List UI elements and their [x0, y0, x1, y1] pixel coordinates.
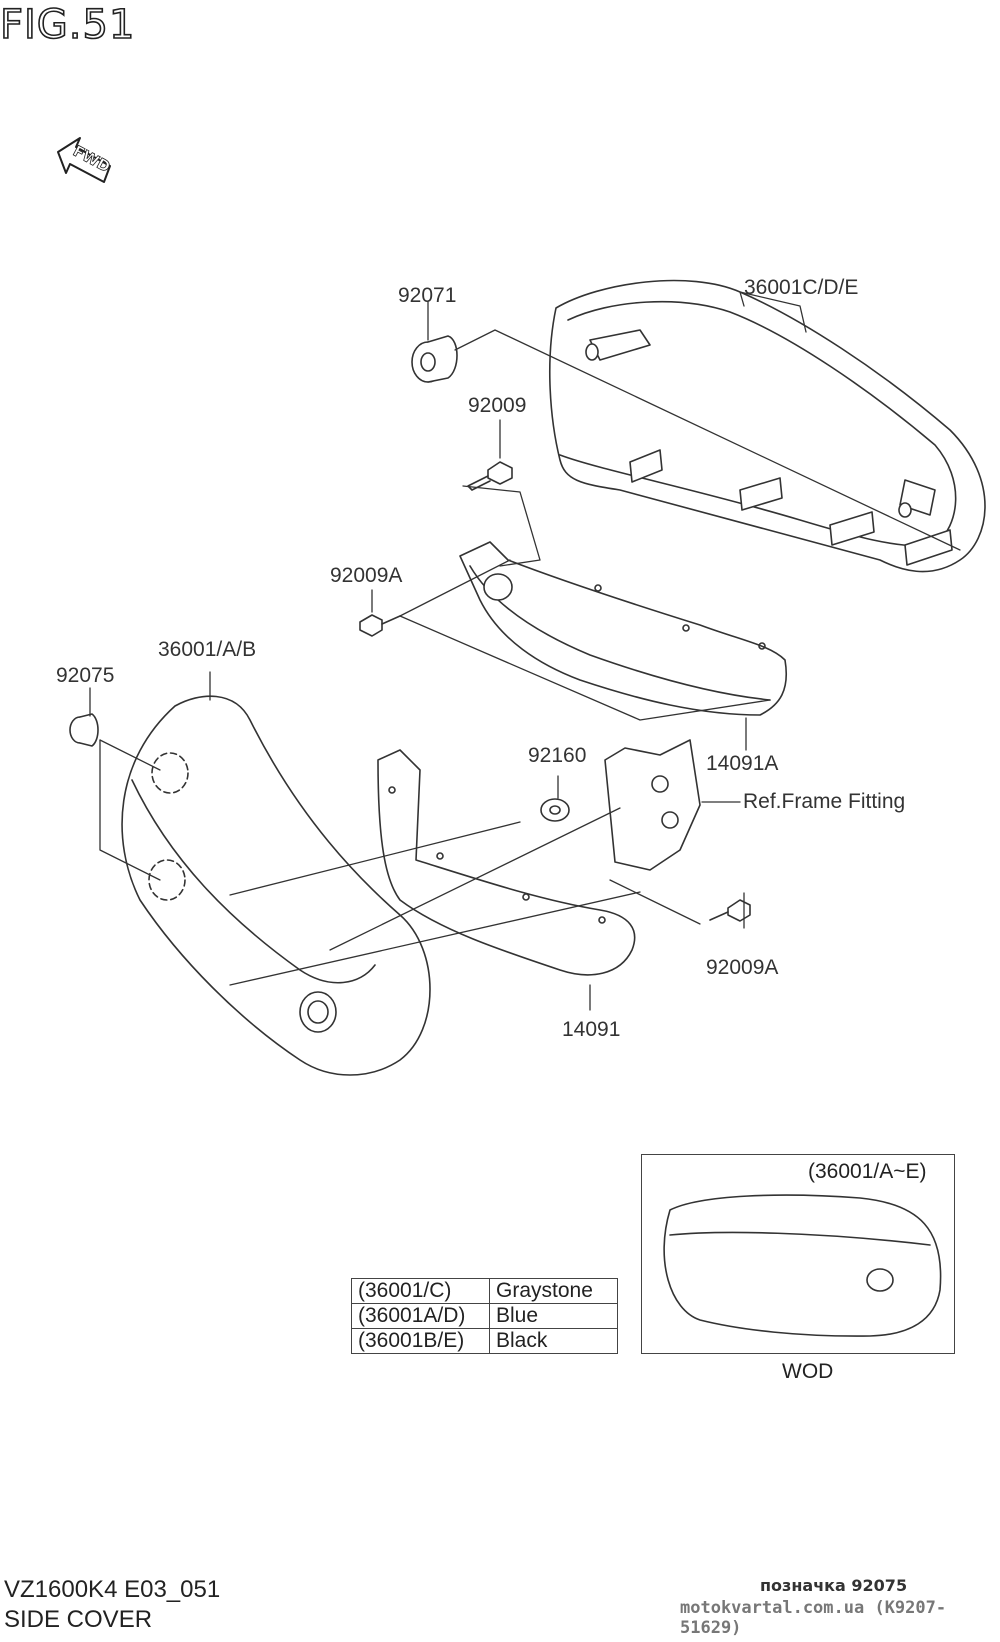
- grommet-92071: [411, 335, 458, 383]
- table-cell-color: Blue: [489, 1303, 618, 1329]
- table-row: (36001B/E) Black: [351, 1328, 618, 1354]
- wod-box: [641, 1154, 955, 1354]
- table-row: (36001A/D) Blue: [351, 1303, 618, 1329]
- color-code-table: (36001/C) Graystone (36001A/D) Blue (360…: [351, 1278, 618, 1354]
- grommet-92075: [69, 713, 99, 747]
- callout-92075[interactable]: 92075: [56, 664, 115, 687]
- side-cover-right-36001cde: [548, 279, 986, 573]
- callout-92160[interactable]: 92160: [528, 744, 587, 767]
- callout-14091a[interactable]: 14091A: [706, 752, 779, 775]
- fwd-arrow-icon: [57, 137, 111, 183]
- callout-92009[interactable]: 92009: [468, 394, 527, 417]
- table-cell-code: (36001/C): [351, 1278, 490, 1304]
- table-cell-code: (36001B/E): [351, 1328, 490, 1354]
- callout-36001cde[interactable]: 36001C/D/E: [744, 276, 859, 299]
- wod-part-code: (36001/A~E): [808, 1160, 927, 1183]
- bolt-92009: [467, 461, 513, 491]
- callout-36001ab[interactable]: 36001/A/B: [158, 638, 257, 661]
- wod-label: WOD: [782, 1360, 834, 1383]
- callout-14091[interactable]: 14091: [562, 1018, 621, 1041]
- footer-section-name: SIDE COVER: [4, 1606, 153, 1633]
- leader-lines: [89, 291, 961, 1011]
- washer-92160: [540, 798, 570, 822]
- table-cell-color: Black: [489, 1328, 618, 1354]
- callout-92009a-top[interactable]: 92009A: [330, 564, 403, 587]
- footer-model-code: VZ1600K4 E03_051: [4, 1576, 221, 1603]
- table-cell-code: (36001A/D): [351, 1303, 490, 1329]
- table-row: (36001/C) Graystone: [351, 1278, 618, 1304]
- table-cell-color: Graystone: [489, 1278, 618, 1304]
- inner-panel-14091a: [459, 541, 787, 716]
- footer-site-link[interactable]: motokvartal.com.ua (K9207-51629): [680, 1598, 947, 1638]
- figure-title: FIG.51: [0, 1, 136, 49]
- callout-ref-frame-fitting[interactable]: Ref.Frame Fitting: [743, 790, 906, 813]
- callout-92009a-bottom[interactable]: 92009A: [706, 956, 779, 979]
- frame-bracket: [604, 739, 701, 871]
- wod-cover-sketch: [663, 1194, 942, 1337]
- inner-panel-14091: [377, 749, 636, 976]
- bolt-92009a-top: [359, 614, 401, 637]
- callout-92071[interactable]: 92071: [398, 284, 457, 307]
- footer-note: позначка 92075: [760, 1576, 908, 1595]
- side-cover-left-36001ab: [121, 695, 431, 1076]
